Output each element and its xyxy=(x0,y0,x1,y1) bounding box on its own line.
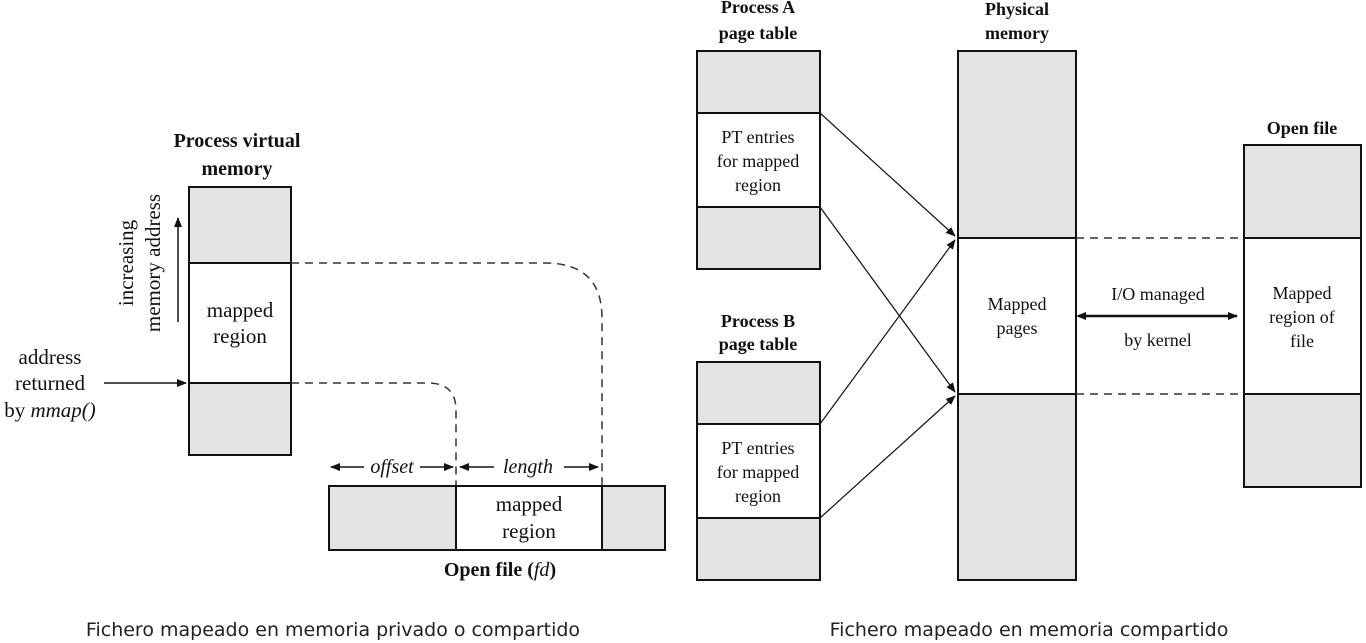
dashed-connector-bottom xyxy=(291,382,457,485)
vm-region-label: mapped xyxy=(207,298,274,322)
virtual-memory-block xyxy=(188,186,292,456)
io-managed-label-2: by kernel xyxy=(1124,330,1191,350)
length-label: length xyxy=(503,456,553,478)
left-diagram: Process virtual memory mapped region inc… xyxy=(4,130,666,641)
process-a-title: Process A xyxy=(721,0,795,17)
process-b-entries-label-2: for mapped xyxy=(717,462,799,482)
open-file-block xyxy=(1243,144,1362,488)
process-b-entries-label-3: region xyxy=(735,486,781,506)
mapping-arrow-a1 xyxy=(819,112,956,237)
open-file-fd-label: Open file (fd) xyxy=(444,559,556,581)
mapping-arrow-b1 xyxy=(819,239,956,425)
process-a-entries-label: PT entries xyxy=(721,127,794,147)
process-b-title-2: page table xyxy=(719,334,798,354)
process-a-title-2: page table xyxy=(719,23,798,43)
file-mapped-region-label: Mapped xyxy=(1273,283,1332,303)
process-a-entries-label-2: for mapped xyxy=(717,151,799,171)
virtual-memory-title-2: memory xyxy=(201,158,272,180)
open-file-title: Open file xyxy=(1267,118,1338,138)
left-caption: Fichero mapeado en memoria privado o com… xyxy=(86,619,580,641)
process-a-entries-label-3: region xyxy=(735,175,781,195)
file-mapped-region-label-2: region of xyxy=(1269,307,1334,327)
io-managed-label: I/O managed xyxy=(1111,284,1204,304)
address-returned-label-2: returned xyxy=(15,371,85,395)
address-returned-label-3: by mmap() xyxy=(4,398,96,422)
offset-label: offset xyxy=(370,456,414,478)
file-mapped-region-label-3: file xyxy=(1290,331,1314,351)
process-a-page-table xyxy=(696,50,821,270)
mapped-pages-label-2: pages xyxy=(997,318,1038,338)
file-region-label-2: region xyxy=(502,519,556,543)
vm-region-label-2: region xyxy=(213,324,267,348)
mapped-pages-label: Mapped xyxy=(988,294,1047,314)
right-caption: Fichero mapeado en memoria compartido xyxy=(830,619,1229,641)
mapping-arrow-b2 xyxy=(819,395,956,519)
virtual-memory-title: Process virtual xyxy=(174,130,301,152)
file-region-label: mapped xyxy=(496,492,563,516)
mapping-arrow-a2 xyxy=(819,206,956,393)
axis-label-2: memory address xyxy=(141,194,165,332)
address-returned-label: address xyxy=(19,345,82,369)
axis-label: increasing xyxy=(114,219,138,306)
physical-memory-title-2: memory xyxy=(985,23,1049,43)
process-b-entries-label: PT entries xyxy=(721,438,794,458)
physical-memory-title: Physical xyxy=(985,0,1049,19)
dashed-connector-top xyxy=(291,262,603,485)
right-diagram: Process A page table PT entries for mapp… xyxy=(696,0,1362,641)
physical-memory-block xyxy=(957,50,1077,581)
process-b-title: Process B xyxy=(721,311,795,331)
process-b-page-table xyxy=(696,361,821,581)
open-file-bar xyxy=(328,485,666,551)
